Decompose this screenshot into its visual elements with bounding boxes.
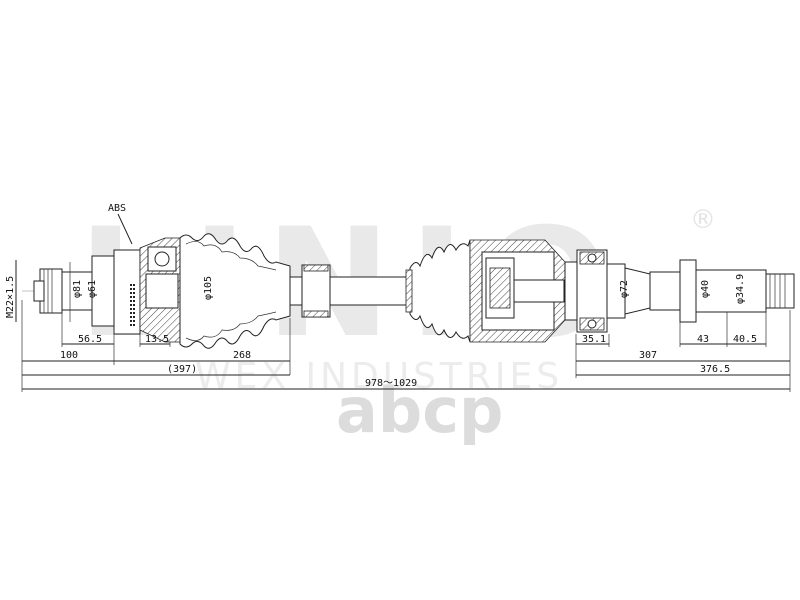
diameter-labels: φ81 φ61 φ105 φ72 φ40 φ34.9 (69, 262, 746, 322)
dim-40-5: 40.5 (733, 334, 757, 345)
diameter-61-label: φ61 (87, 280, 98, 298)
watermark-subtitle: WEX INDUSTRIES (195, 356, 563, 397)
dim-35-1: 35.1 (582, 334, 606, 345)
outer-cv-joint (113, 237, 181, 343)
dim-56-5: 56.5 (78, 334, 102, 345)
damper (301, 264, 331, 318)
diameter-34-9-label: φ34.9 (735, 274, 746, 304)
watermark-registered-mark: ® (690, 205, 720, 235)
dim-13-5: 13.5 (145, 334, 169, 345)
watermark-site: abcp (336, 374, 503, 447)
dimension-lines (22, 343, 790, 390)
dim-43: 43 (697, 334, 709, 345)
dim-total-length: 978～1029 (365, 378, 417, 389)
thread-callout: M22×1.5 (5, 260, 17, 322)
shaft (289, 264, 411, 318)
extension-lines (21, 300, 791, 392)
dim-100: 100 (60, 350, 78, 361)
abs-callout: ABS (108, 203, 133, 245)
thread-label: M22×1.5 (5, 276, 16, 318)
diameter-105-label: φ105 (203, 276, 214, 300)
dim-376-5: 376.5 (700, 364, 730, 375)
abs-ring (130, 284, 135, 326)
dimension-texts: 56.5 13.5 35.1 43 40.5 100 268 307 (397)… (60, 334, 757, 389)
inner-cv-joint (469, 239, 566, 343)
dim-307: 307 (639, 350, 657, 361)
diameter-81-label: φ81 (72, 280, 83, 298)
diameter-40-label: φ40 (700, 280, 711, 298)
dim-268: 268 (233, 350, 251, 361)
threaded-stub (33, 255, 115, 327)
abcp-logo-icon: abcp (336, 374, 503, 447)
abs-label: ABS (108, 203, 126, 214)
outer-boot (179, 233, 291, 349)
dim-397: (397) (167, 364, 197, 375)
bearing-assembly (564, 249, 795, 333)
diameter-72-label: φ72 (619, 280, 630, 298)
